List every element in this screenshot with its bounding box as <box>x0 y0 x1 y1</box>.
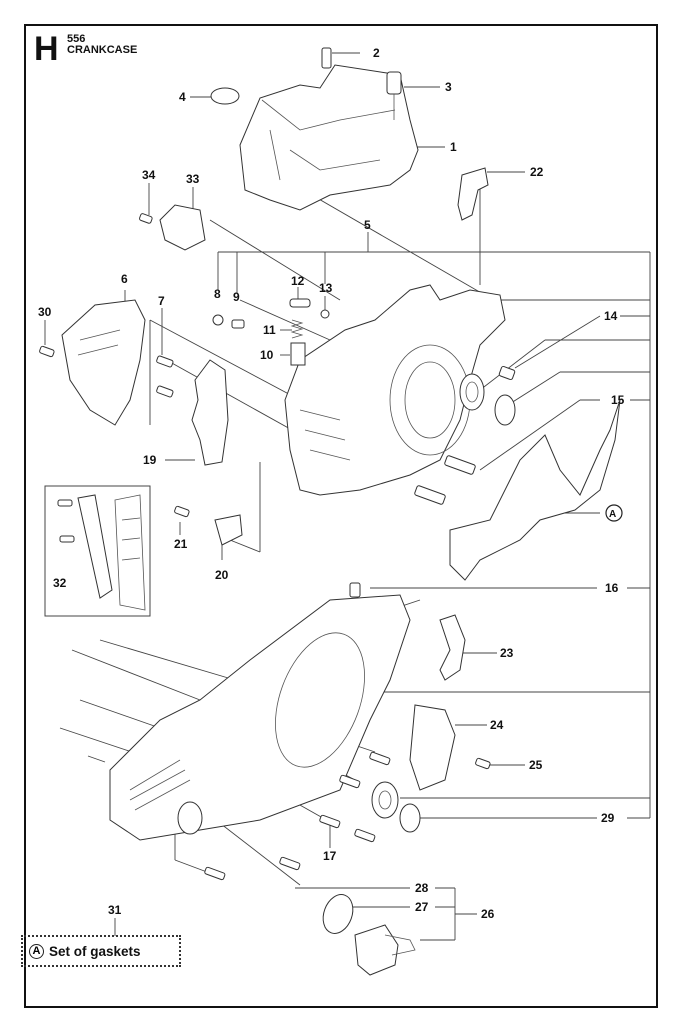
callout-26: 26 <box>481 907 495 921</box>
part-25-screw <box>475 757 491 770</box>
part-12-pin <box>289 298 311 308</box>
gasket-a <box>449 399 621 581</box>
part-15-bolts <box>414 455 476 505</box>
callout-32: 32 <box>53 576 67 590</box>
callout-labels: 1 2 3 4 5 6 7 8 9 10 11 12 13 14 15 16 1… <box>38 46 625 921</box>
callout-15: 15 <box>611 393 625 407</box>
callout-12: 12 <box>291 274 305 288</box>
section-letter: H <box>34 30 59 68</box>
callout-9: 9 <box>233 290 240 304</box>
callout-33: 33 <box>186 172 200 186</box>
callout-7: 7 <box>158 294 165 308</box>
callout-3: 3 <box>445 80 452 94</box>
part-13-nut <box>320 309 330 319</box>
part-4-cap <box>210 87 240 105</box>
callout-13: 13 <box>319 281 333 295</box>
callout-34: 34 <box>142 168 156 182</box>
inset-box <box>44 485 151 617</box>
gasket-marker-label: A <box>609 509 616 520</box>
part-2-screw <box>321 47 332 69</box>
callout-17: 17 <box>323 849 337 863</box>
callout-20: 20 <box>215 568 229 582</box>
callout-1: 1 <box>450 140 457 154</box>
part-17-screws <box>204 751 391 881</box>
part-7-screws <box>156 355 174 398</box>
part-34-screw <box>139 213 153 224</box>
part-19-plate <box>191 359 229 466</box>
legend-set-of-gaskets: A Set of gaskets <box>21 935 181 967</box>
callout-23: 23 <box>500 646 514 660</box>
part-24-guard <box>409 704 456 791</box>
part-6-chain-guard <box>61 299 146 426</box>
callout-10: 10 <box>260 348 274 362</box>
callout-29: 29 <box>601 811 615 825</box>
legend-marker: A <box>29 943 44 959</box>
leader-lines <box>44 52 651 941</box>
part-20-bracket <box>214 514 243 546</box>
gasket-marker: A <box>605 504 623 522</box>
callout-6: 6 <box>121 272 128 286</box>
callout-11: 11 <box>263 323 276 337</box>
part-30-screw <box>39 345 55 358</box>
callout-22: 22 <box>530 165 544 179</box>
section-title: CRANKCASE <box>67 44 138 56</box>
legend-text: Set of gaskets <box>49 943 141 959</box>
part-16-screw <box>349 582 361 598</box>
seal-lower <box>399 803 421 833</box>
part-8-plug <box>212 314 224 326</box>
part-1-tank-housing <box>239 64 419 211</box>
callout-5: 5 <box>364 218 371 232</box>
part-22-bracket <box>457 167 489 221</box>
part-21-screw <box>174 505 190 518</box>
part-3-sensor <box>386 71 402 120</box>
part-5-crankcase-right <box>284 284 506 496</box>
callout-4: 4 <box>179 90 186 104</box>
part-27-oring <box>322 894 354 934</box>
seal-upper <box>494 394 516 426</box>
callout-31: 31 <box>108 903 122 917</box>
callout-24: 24 <box>490 718 504 732</box>
callout-2: 2 <box>373 46 380 60</box>
callout-21: 21 <box>174 537 188 551</box>
bearing-upper <box>459 373 485 411</box>
callout-8: 8 <box>214 287 221 301</box>
model-number: 556 <box>67 33 86 45</box>
part-23-cover <box>439 614 466 681</box>
part-crankcase-left <box>109 594 411 841</box>
part-9-pin <box>231 319 245 329</box>
part-14-sleeve <box>498 365 516 381</box>
callout-16: 16 <box>605 581 619 595</box>
part-11-spring <box>290 319 304 339</box>
part-33-latch <box>159 204 206 251</box>
callout-28: 28 <box>415 881 429 895</box>
callout-25: 25 <box>529 758 543 772</box>
callout-27: 27 <box>415 900 429 914</box>
callout-19: 19 <box>143 453 157 467</box>
bearing-lower <box>371 781 399 819</box>
part-10-block <box>290 342 306 366</box>
part-26-valve <box>354 924 416 976</box>
callout-14: 14 <box>604 309 618 323</box>
callout-30: 30 <box>38 305 52 319</box>
